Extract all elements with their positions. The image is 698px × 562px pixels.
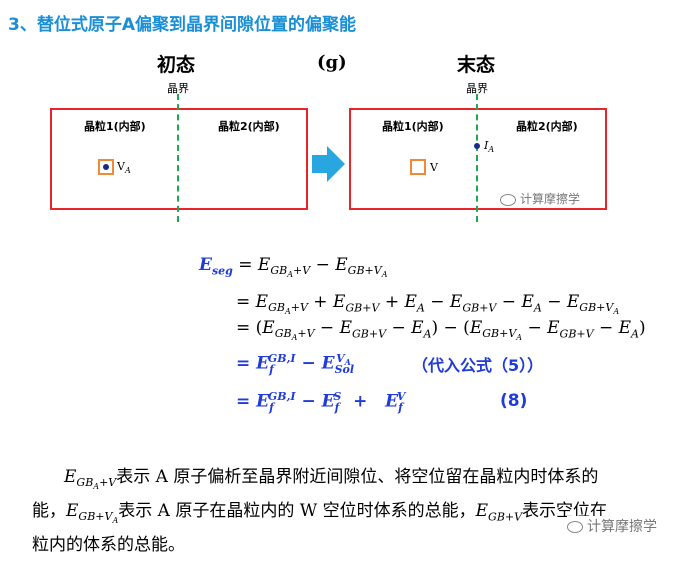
section-heading: 3、替位式原子A偏聚到晶界间隙位置的偏聚能 — [8, 15, 356, 35]
grain2-label-left: 晶粒2(内部) — [218, 120, 280, 133]
grain1-label-left: 晶粒1(内部) — [84, 120, 146, 133]
figure-label: (g) — [317, 52, 347, 73]
interstitial-atom-icon — [474, 143, 480, 149]
paragraph-line-2: 能，EGB+VA表示 A 原子在晶粒内的 W 空位时体系的总能，EGB+V表示空… — [32, 501, 608, 526]
initial-state-box — [50, 108, 308, 210]
vacancy-with-atom-icon — [98, 159, 114, 175]
grain1-label-right: 晶粒1(内部) — [382, 120, 444, 133]
watermark-text: 计算摩擦学 — [567, 516, 657, 536]
equation-number: (8) — [500, 391, 528, 411]
v-label: V — [430, 161, 438, 174]
paragraph-line-1: EGBA+V表示 A 原子偏析至晶界附近间隙位、将空位留在晶粒内时体系的 — [64, 467, 599, 492]
substitution-note: （代入公式（5）） — [412, 356, 544, 375]
paragraph-line-3: 粒内的体系的总能。 — [32, 535, 185, 555]
final-state-box — [349, 108, 607, 210]
grain-boundary-line-left — [177, 94, 179, 222]
equation-line-4: = EfGB,I − ESolVA — [236, 352, 355, 377]
vacancy-icon — [410, 159, 426, 175]
equation-line-1: Eseg = EGBA+V − EGB+VA — [199, 255, 388, 280]
ia-label: IA — [484, 139, 495, 155]
wechat-icon — [567, 521, 583, 533]
watermark-figure: 计算摩擦学 — [500, 190, 580, 207]
grain-boundary-label-right: 晶界 — [466, 82, 488, 95]
equation-line-2: = EGBA+V + EGB+V + EA − EGB+V − EA − EGB… — [236, 292, 620, 317]
grain2-label-right: 晶粒2(内部) — [516, 120, 578, 133]
grain-boundary-line-right — [476, 94, 478, 222]
initial-state-title: 初态 — [157, 54, 196, 76]
equation-line-5: = EfGB,I − EfS + EfV — [236, 390, 406, 415]
equation-line-3: = (EGBA+V − EGB+V − EA) − (EGB+VA − EGB+… — [236, 318, 646, 343]
grain-boundary-label-left: 晶界 — [167, 82, 189, 95]
wechat-icon — [500, 193, 516, 206]
transition-arrow-icon — [312, 146, 345, 182]
solute-atom-icon — [103, 164, 109, 170]
final-state-title: 末态 — [457, 54, 496, 76]
va-label: VA — [117, 160, 131, 176]
